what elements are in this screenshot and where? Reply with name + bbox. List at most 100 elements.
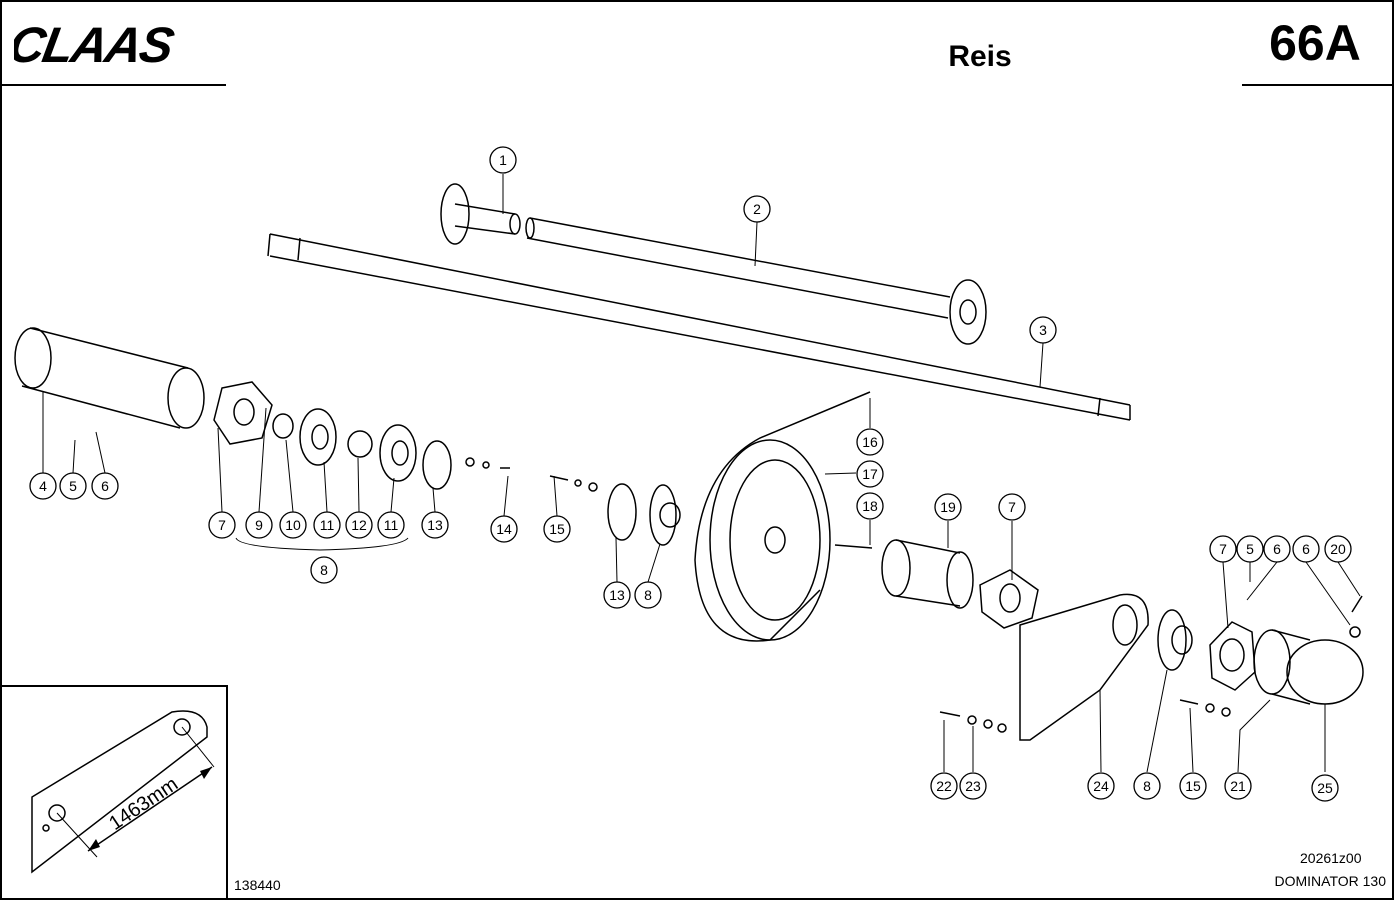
callout-12: 12 [345,511,373,539]
page-title: Reis [948,40,1012,73]
callout-11b: 11 [377,511,405,539]
part-12-bearing [347,430,373,458]
callout-4: 4 [29,472,57,500]
svg-text:25: 25 [1317,780,1333,796]
part-14-bolt-set [465,457,510,469]
callout-23: 23 [959,772,987,800]
svg-text:20: 20 [1330,541,1346,557]
svg-text:4: 4 [39,478,47,494]
svg-text:19: 19 [940,499,956,515]
page-number: 66A [1269,15,1361,71]
part-1-flanged-tube [440,183,521,245]
callout-11a: 11 [313,511,341,539]
svg-text:3: 3 [1039,322,1047,338]
part-8c-flange-bearing [1157,609,1193,671]
svg-text:23: 23 [965,778,981,794]
inset-dimension-drawing: 1463mm [31,710,215,874]
svg-text:14: 14 [496,521,512,537]
callout-2: 2 [743,195,771,223]
part-11-flange-disc [299,408,337,466]
callout-5a: 5 [59,472,87,500]
callout-21: 21 [1224,772,1252,800]
callout-8a: 8 [310,556,338,584]
svg-text:7: 7 [1008,499,1016,515]
reference-number: 138440 [234,877,281,893]
part-20-wing-bolt [1349,595,1363,638]
svg-text:18: 18 [862,498,878,514]
inset-hole-small [42,824,50,832]
part-10-nut [272,413,294,439]
callout-19: 19 [934,493,962,521]
claas-logo: CLAAS [14,18,179,70]
part-4-cylinder [14,327,205,429]
part-3-splined-shaft [267,233,1131,421]
callout-18: 18 [856,492,884,520]
callout-3: 3 [1029,316,1057,344]
svg-text:6: 6 [1302,541,1310,557]
svg-text:12: 12 [351,517,367,533]
svg-text:8: 8 [1143,778,1151,794]
svg-text:8: 8 [320,562,328,578]
part-25-sleeve [1286,639,1364,705]
svg-text:24: 24 [1093,778,1109,794]
inset-plate-outline [31,710,208,874]
part-15b-bolt-set [1179,699,1231,717]
callout-24: 24 [1087,772,1115,800]
svg-text:13: 13 [609,587,625,603]
callout-6b: 6 [1263,535,1291,563]
part-13-cover-plate [422,440,452,490]
part-7-bearing-housing [213,381,273,445]
svg-text:7: 7 [218,517,226,533]
part-7b-bearing-housing [979,569,1039,629]
callout-8b: 8 [634,581,662,609]
header-rule-right [1242,84,1394,86]
callout-15b: 15 [1179,772,1207,800]
drawing-number: 20261z00 [1300,850,1362,866]
part-11b-flange-disc [379,424,417,482]
callout-10: 10 [279,511,307,539]
claas-logo-text: CLAAS [14,18,179,70]
svg-text:13: 13 [427,517,443,533]
svg-text:10: 10 [285,517,301,533]
callout-7c: 7 [1209,535,1237,563]
part-13b-cover-plate [607,483,637,541]
part-17-pulley [709,439,831,641]
callout-6c: 6 [1292,535,1320,563]
callout-20: 20 [1324,535,1352,563]
svg-text:15: 15 [1185,778,1201,794]
svg-text:7: 7 [1219,541,1227,557]
callout-25: 25 [1311,774,1339,802]
svg-text:21: 21 [1230,778,1246,794]
leader-lines [42,174,1361,773]
callout-8c: 8 [1133,772,1161,800]
part-8-flange-bearing [649,484,681,546]
inset-detail-box: 1463mm [0,685,228,900]
callout-13b: 13 [603,581,631,609]
svg-text:11: 11 [320,517,335,533]
inset-hole-right [173,718,191,736]
part-19-sleeve [881,539,974,609]
callout-7a: 7 [208,511,236,539]
callout-13a: 13 [421,511,449,539]
svg-text:9: 9 [255,517,263,533]
part-21-sleeve [1253,629,1311,705]
callout-15a: 15 [543,515,571,543]
inset-hole-left [48,804,66,822]
model-name: DOMINATOR 130 [1274,873,1386,889]
svg-text:15: 15 [549,521,565,537]
svg-text:22: 22 [936,778,952,794]
svg-text:16: 16 [862,434,878,450]
svg-text:5: 5 [69,478,77,494]
svg-text:6: 6 [1273,541,1281,557]
callout-14: 14 [490,515,518,543]
part-22-23-bolt-set [939,711,1007,733]
svg-text:5: 5 [1246,541,1254,557]
svg-text:2: 2 [753,201,761,217]
part-15-bolt-set [549,475,598,492]
header-rule-left [0,84,226,86]
svg-text:6: 6 [101,478,109,494]
part-2-flanged-tube [525,217,987,345]
callout-17: 17 [856,460,884,488]
dimension-line [87,766,213,852]
